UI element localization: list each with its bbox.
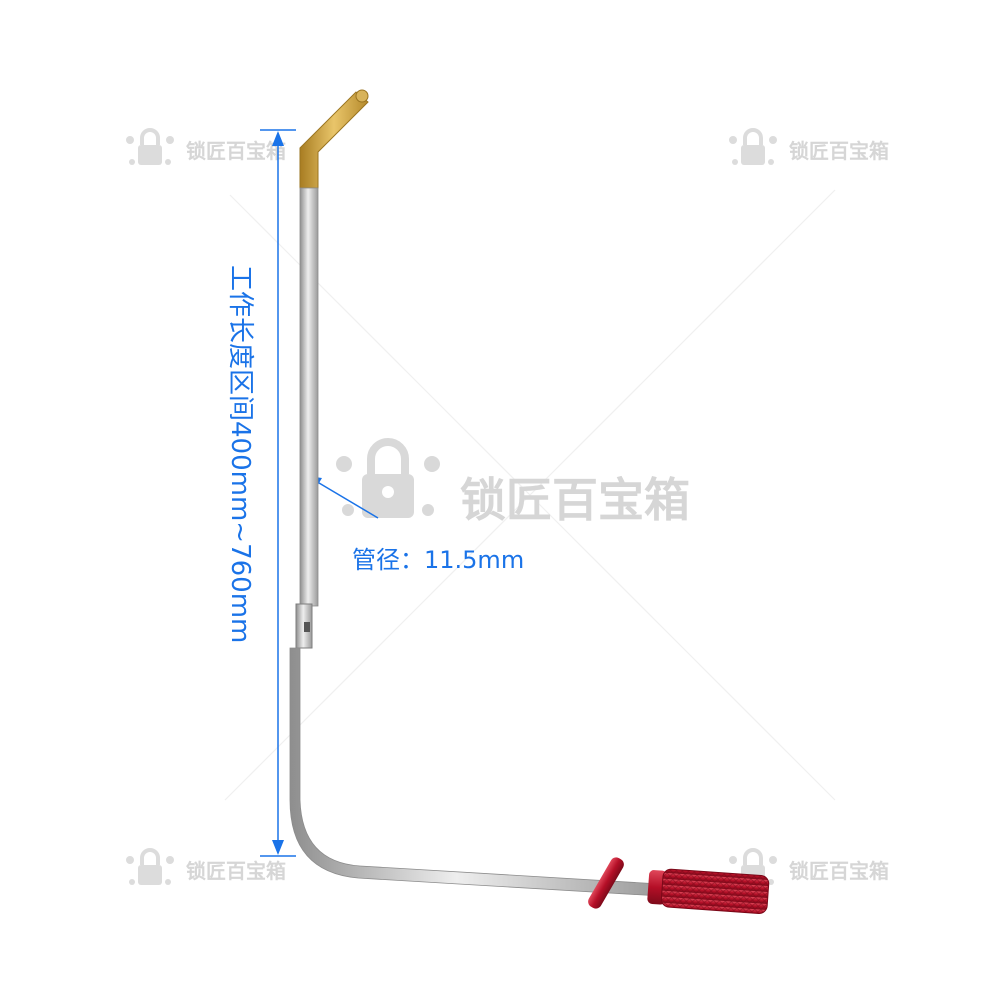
padlock-wrench-logo-icon	[126, 128, 174, 165]
watermark-diagonal-lines	[224, 189, 836, 801]
padlock-wrench-logo-icon	[126, 848, 174, 885]
watermark-logo-top-left: 锁匠百宝箱	[126, 128, 286, 165]
working-length-dimension	[260, 129, 296, 857]
pipe-diameter-label: 管径：11.5mm	[352, 546, 524, 574]
watermark-logo-bottom-left: 锁匠百宝箱	[126, 848, 286, 885]
working-length-label: 工作长度区间400mm~760mm	[225, 265, 255, 643]
watermark-brand-text: 锁匠百宝箱	[789, 859, 889, 883]
tool-red-handle	[647, 868, 770, 914]
lock-pick-tool	[289, 89, 770, 914]
padlock-wrench-logo-icon	[336, 438, 440, 518]
tool-upper-shaft	[299, 187, 319, 607]
watermark-brand-text: 锁匠百宝箱	[789, 139, 889, 163]
tool-lower-bent-shaft	[289, 647, 661, 897]
tool-gold-tip	[299, 89, 369, 189]
padlock-wrench-logo-icon	[729, 128, 777, 165]
watermark-brand-text: 锁匠百宝箱	[460, 473, 690, 527]
tool-red-crossbar	[588, 857, 624, 909]
watermark-brand-text: 锁匠百宝箱	[186, 139, 286, 163]
watermark-logo-center: 锁匠百宝箱	[336, 438, 690, 527]
watermark-brand-text: 锁匠百宝箱	[186, 859, 286, 883]
watermark-logo-top-right: 锁匠百宝箱	[729, 128, 889, 165]
watermark-logo-bottom-right: 锁匠百宝箱	[729, 848, 889, 885]
